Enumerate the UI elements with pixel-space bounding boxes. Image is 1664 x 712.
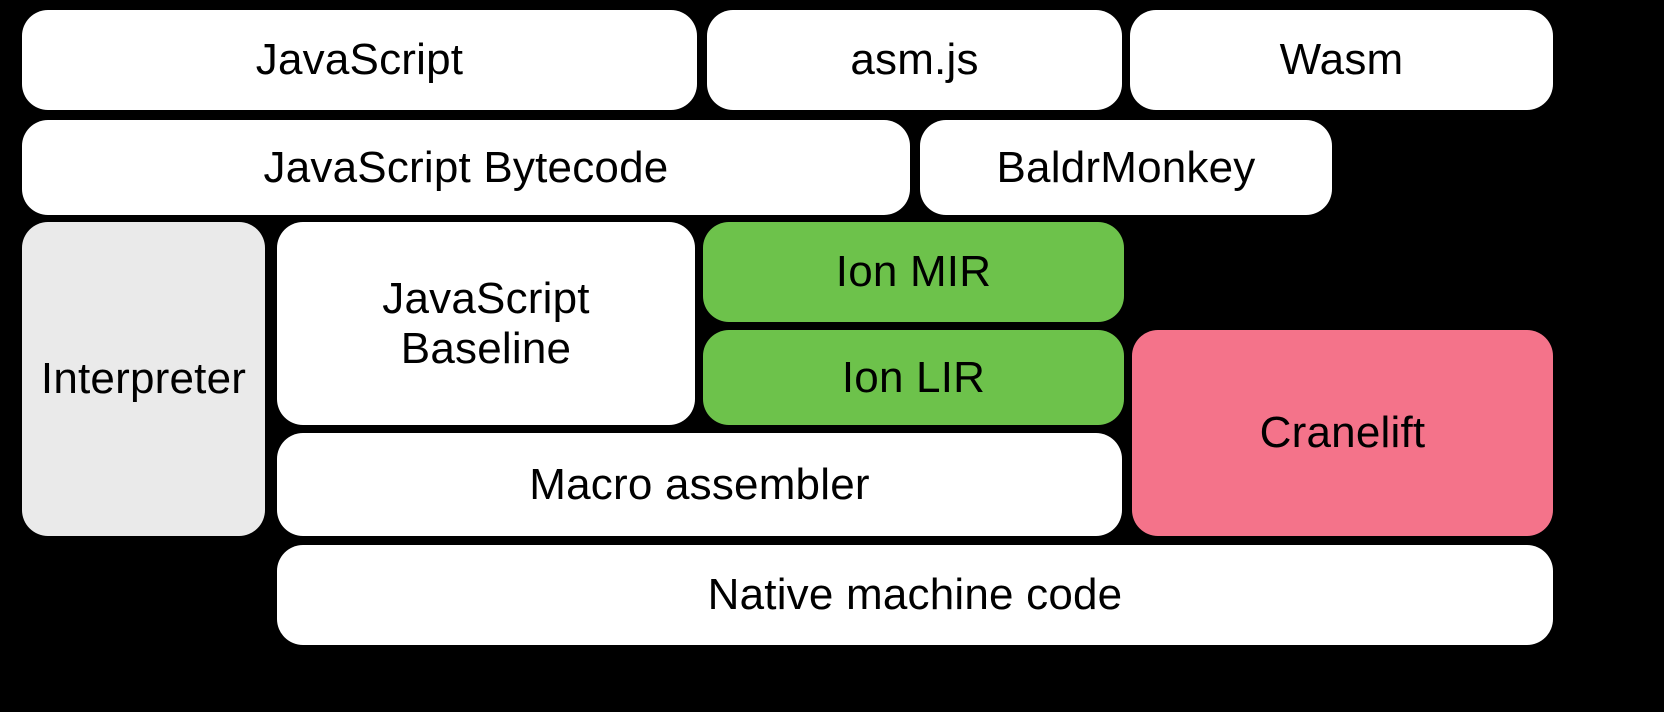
box-baldrmonkey[interactable]: BaldrMonkey xyxy=(920,120,1332,215)
box-ion-lir[interactable]: Ion LIR xyxy=(703,330,1124,425)
box-label: asm.js xyxy=(850,35,979,85)
box-label: JavaScript Bytecode xyxy=(263,142,669,192)
box-native-machine-code[interactable]: Native machine code xyxy=(277,545,1553,645)
box-wasm[interactable]: Wasm xyxy=(1130,10,1553,110)
box-interpreter[interactable]: Interpreter xyxy=(22,222,265,536)
box-ion-mir[interactable]: Ion MIR xyxy=(703,222,1124,322)
box-label: Ion LIR xyxy=(841,352,986,402)
box-label: Macro assembler xyxy=(529,459,870,509)
box-asm-js[interactable]: asm.js xyxy=(707,10,1122,110)
box-label: Interpreter xyxy=(40,354,247,404)
box-javascript-bytecode[interactable]: JavaScript Bytecode xyxy=(22,120,910,215)
box-javascript-baseline[interactable]: JavaScript Baseline xyxy=(277,222,695,425)
box-cranelift[interactable]: Cranelift xyxy=(1132,330,1553,536)
box-label: Wasm xyxy=(1279,35,1404,85)
box-label: BaldrMonkey xyxy=(996,142,1256,192)
box-label: JavaScript Baseline xyxy=(382,274,590,373)
box-label: Native machine code xyxy=(707,570,1123,620)
box-javascript[interactable]: JavaScript xyxy=(22,10,697,110)
box-label: Ion MIR xyxy=(835,247,992,297)
box-label: JavaScript xyxy=(255,35,464,85)
box-label: Cranelift xyxy=(1259,408,1426,458)
box-macro-assembler[interactable]: Macro assembler xyxy=(277,433,1122,536)
